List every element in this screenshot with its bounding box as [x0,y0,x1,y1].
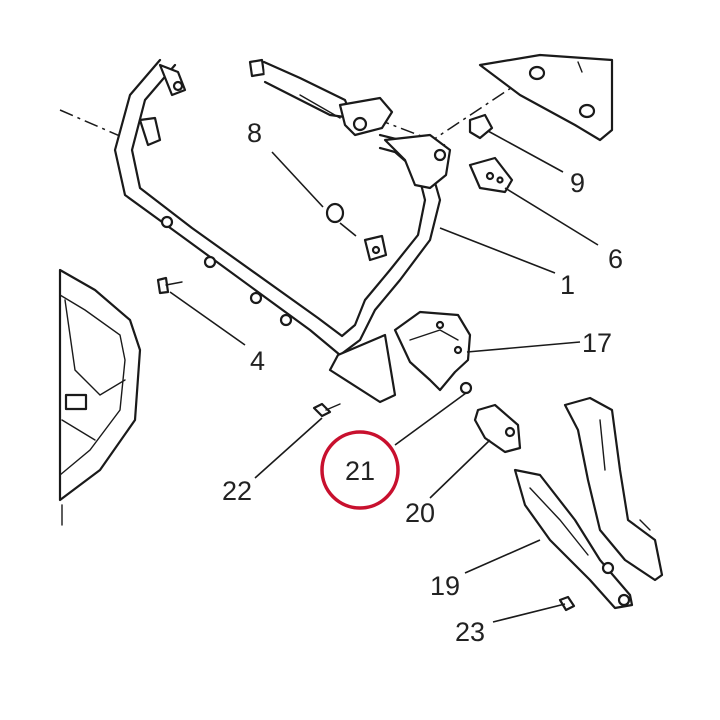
callout-4: 4 [250,346,265,376]
part-9-pad [468,113,494,140]
part-8-grommet [325,202,345,224]
part-20-spacer [473,403,522,454]
rear-mount-plate [478,53,614,142]
callout-6: 6 [608,244,623,274]
callout-1: 1 [560,270,575,300]
highlight-ring [320,430,400,510]
callout-20: 20 [405,498,435,528]
part-4-bolt [156,276,183,295]
callout-21: 21 [345,456,375,486]
part-21-nut [459,381,473,395]
part-22-screw [312,402,341,418]
callout-23: 23 [455,617,485,647]
part-23-screw [558,595,576,612]
leader-lines [169,130,599,623]
callout-8: 8 [247,118,262,148]
right-lever [563,396,664,582]
callout-17: 17 [582,328,612,358]
callout-9: 9 [570,168,585,198]
upper-mount-hardware [248,58,452,190]
callout-19: 19 [430,571,460,601]
side-case [58,268,142,526]
part-19-arm [513,468,634,610]
part-6-clamp [468,156,514,194]
part-17-bracket [393,310,472,392]
callout-22: 22 [222,476,252,506]
callout-labels: 1 4 6 8 9 17 19 20 21 22 23 [222,118,623,647]
